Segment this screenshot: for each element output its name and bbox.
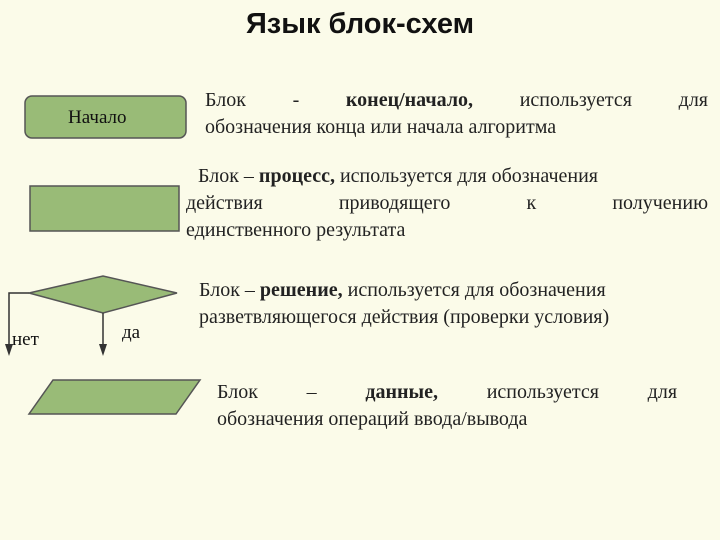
terminal-desc-word: для xyxy=(678,89,708,111)
data-desc-keyword: данные, xyxy=(365,381,438,403)
decision-no-label: нет xyxy=(12,329,39,350)
decision-description-line2: разветвляющегося действия (проверки усло… xyxy=(199,306,610,328)
process-desc-word: действия xyxy=(186,192,263,214)
data-desc-word: для xyxy=(647,381,678,403)
decision-desc-keyword: решение, xyxy=(259,279,343,301)
terminal-desc-keyword: конец/начало, xyxy=(345,89,474,111)
decision-desc-word: используется для обозначения xyxy=(347,279,606,301)
terminal-block-label: Начало xyxy=(68,107,127,128)
data-desc-word: Блок xyxy=(217,381,258,403)
terminal-block-shape xyxy=(24,95,187,139)
process-description: Блок – процесс, используется для обознач… xyxy=(186,163,708,244)
decision-description: Блок – решение, используется для обознач… xyxy=(199,277,699,331)
data-description-line1: Блок – данные, используется для xyxy=(217,379,677,406)
decision-no-branch-line xyxy=(8,292,29,350)
data-block-shape xyxy=(27,379,202,415)
terminal-description-line1: Блок - конец/начало, используется для xyxy=(205,87,708,114)
decision-no-arrowhead xyxy=(5,344,13,356)
process-description-line2: действия приводящего к получению xyxy=(186,190,708,217)
process-desc-word: приводящего xyxy=(338,192,451,214)
terminal-description: Блок - конец/начало, используется для об… xyxy=(205,87,708,141)
decision-yes-label: да xyxy=(122,322,141,343)
data-description-line2: обозначения операций ввода/вывода xyxy=(217,408,528,430)
process-desc-word: к xyxy=(526,192,537,214)
process-description-line3: единственного результата xyxy=(186,219,406,241)
process-description-line1: Блок – процесс, используется для обознач… xyxy=(186,163,708,190)
terminal-desc-dash: - xyxy=(292,89,300,111)
process-desc-word: получению xyxy=(612,192,709,214)
process-desc-keyword: процесс, xyxy=(258,165,335,187)
decision-description-line1: Блок – решение, используется для обознач… xyxy=(199,277,699,304)
process-desc-word: Блок – xyxy=(198,165,254,187)
process-block-shape xyxy=(29,185,180,232)
data-desc-dash: – xyxy=(306,381,317,403)
data-desc-word: используется xyxy=(486,381,599,403)
decision-desc-word: Блок – xyxy=(199,279,255,301)
terminal-description-line2: обозначения конца или начала алгоритма xyxy=(205,116,557,138)
data-description: Блок – данные, используется для обозначе… xyxy=(217,379,677,433)
decision-yes-arrowhead xyxy=(99,344,107,356)
terminal-desc-word: Блок xyxy=(205,89,246,111)
slide-title: Язык блок-схем xyxy=(245,8,475,40)
process-desc-word: используется для обозначения xyxy=(339,165,598,187)
terminal-desc-word: используется xyxy=(519,89,632,111)
decision-block-shape xyxy=(28,275,178,314)
